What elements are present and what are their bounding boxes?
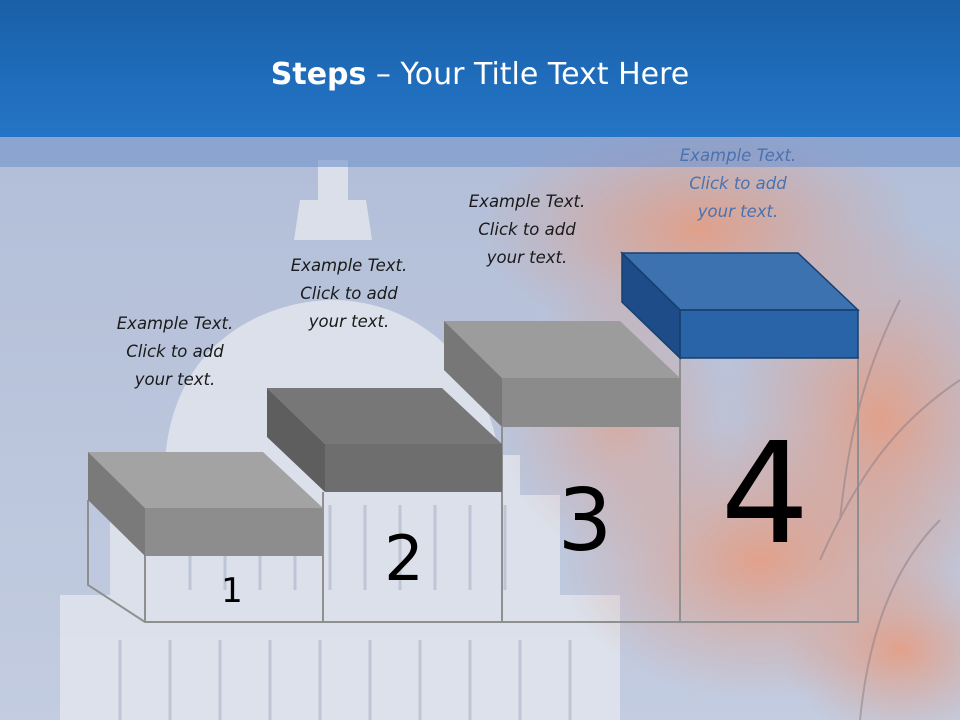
- step-2-text-line3: your text.: [308, 312, 390, 331]
- step-4-number: 4: [720, 413, 810, 576]
- title-band: [0, 137, 960, 167]
- step-3-box[interactable]: [444, 321, 680, 427]
- step-2-number: 2: [384, 522, 424, 595]
- step-4-box[interactable]: [620, 251, 860, 360]
- step-3-text-line2: Click to add: [478, 220, 576, 239]
- step-4-text-line1: Example Text.: [679, 146, 797, 165]
- step-2-text-line1: Example Text.: [290, 256, 408, 275]
- slide-title-rest: – Your Title Text Here: [366, 57, 690, 92]
- step-1-number: 1: [221, 571, 243, 611]
- step-3-text-line1: Example Text.: [468, 192, 586, 211]
- slide-title-bold: Steps: [270, 57, 367, 92]
- title-bar: [0, 0, 960, 137]
- step-4-text-line2: Click to add: [689, 174, 787, 193]
- slide-title[interactable]: Steps – Your Title Text Here: [0, 52, 960, 98]
- step-3-text-line3: your text.: [486, 248, 568, 267]
- step-1-text-line3: your text.: [134, 370, 216, 389]
- step-1-box[interactable]: [88, 452, 323, 556]
- step-3-number: 3: [557, 471, 613, 571]
- step-2-box[interactable]: [267, 388, 502, 492]
- step-3-text[interactable]: Example Text. Click to add your text.: [442, 188, 612, 272]
- step-1-text[interactable]: Example Text. Click to add your text.: [90, 310, 260, 394]
- step-2-text[interactable]: Example Text. Click to add your text.: [264, 252, 434, 336]
- step-1-text-line2: Click to add: [126, 342, 224, 361]
- step-4-text[interactable]: Example Text. Click to add your text.: [653, 142, 823, 226]
- step-2-text-line2: Click to add: [300, 284, 398, 303]
- step-1-text-line1: Example Text.: [116, 314, 234, 333]
- step-4-text-line3: your text.: [697, 202, 779, 221]
